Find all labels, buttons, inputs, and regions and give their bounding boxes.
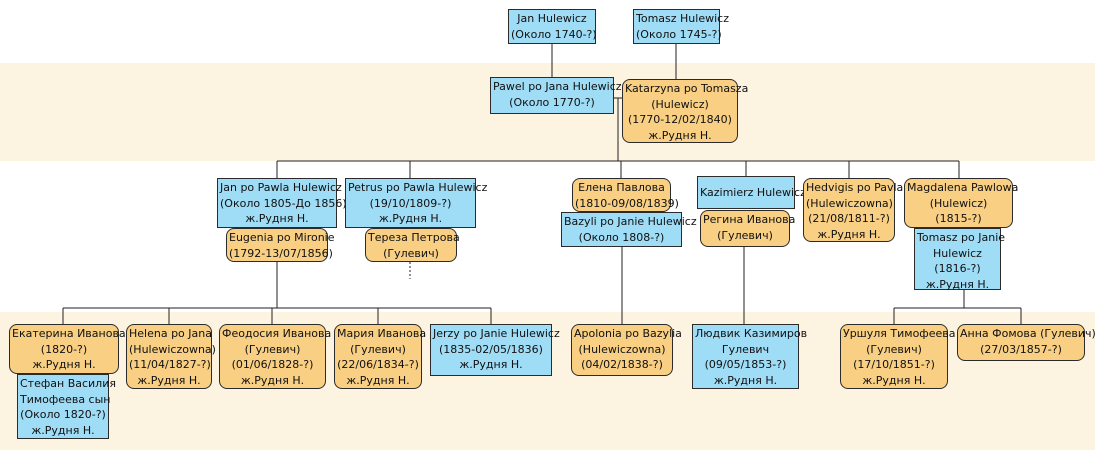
person-hedvigis[interactable]: Hedvigis po Pavla (Hulewiczowna) (21/08/… bbox=[803, 178, 904, 242]
person-dates: (17/10/1851-?) bbox=[853, 358, 935, 371]
person-dates: (1815-?) bbox=[935, 212, 982, 225]
person-surname: (Гулевич) bbox=[244, 342, 301, 356]
person-dates: (Около 1808-?) bbox=[578, 230, 665, 244]
person-dates: (1835-02/05/1836) bbox=[439, 342, 543, 356]
person-place: ж.Рудня Н. bbox=[925, 277, 990, 291]
person-name: Елена Павлова bbox=[578, 181, 665, 194]
person-kazimierz[interactable]: Kazimierz Hulewicz bbox=[697, 176, 806, 209]
person-tereza[interactable]: Тереза Петрова (Гулевич) bbox=[365, 228, 460, 262]
person-jan-po-pawla[interactable]: Jan po Pawla Hulewicz (Около 1805-До 185… bbox=[217, 178, 347, 228]
person-surname: (Гулевич) bbox=[383, 246, 439, 260]
person-place: ж.Рудня Н. bbox=[817, 227, 881, 241]
person-dates: (22/06/1834-?) bbox=[337, 358, 419, 371]
person-name: Jerzy po Janie Hulewicz bbox=[433, 327, 560, 340]
person-dates: (04/02/1838-?) bbox=[581, 358, 663, 371]
person-place: ж.Рудня Н. bbox=[32, 358, 96, 371]
person-helena[interactable]: Helena po Jana (Hulewiczowna) (11/04/182… bbox=[126, 324, 216, 389]
person-name: Petrus po Pawla Hulewicz bbox=[348, 181, 488, 194]
person-katarzyna[interactable]: Katarzyna po Tomasza (Hulewicz) (1770-12… bbox=[622, 79, 749, 143]
person-surname: Hulewicz bbox=[933, 246, 982, 260]
person-name: Pawel po Jana Hulewicz bbox=[493, 80, 622, 93]
person-place: ж.Рудня Н. bbox=[459, 358, 523, 371]
person-dates: (Около 1740-?) bbox=[511, 27, 597, 41]
person-name: Magdalena Pawlowa bbox=[907, 181, 1019, 194]
person-dates: (1810-09/08/1839) bbox=[575, 196, 679, 210]
person-name: Apolonia po Bazylia bbox=[574, 327, 682, 340]
person-place: ж.Рудня Н. bbox=[378, 212, 443, 225]
person-dates: (Около 1805-До 1856) bbox=[220, 196, 347, 210]
person-dates: (21/08/1811-?) bbox=[808, 212, 890, 225]
person-dates: (1816-?) bbox=[934, 262, 981, 275]
person-eugenia[interactable]: Eugenia po Mironie (1792-13/07/1856) bbox=[226, 228, 335, 262]
person-name: Регина Иванова bbox=[703, 213, 796, 226]
person-jerzy[interactable]: Jerzy po Janie Hulewicz (1835-02/05/1836… bbox=[430, 324, 560, 376]
person-dates: (Около 1820-?) bbox=[20, 408, 106, 421]
person-petrus[interactable]: Petrus po Pawla Hulewicz (19/10/1809-?) … bbox=[345, 178, 488, 228]
person-dates: (1770-12/02/1840) bbox=[628, 113, 732, 126]
person-name: Jan Hulewicz bbox=[517, 12, 587, 25]
person-name: Bazyli po Janie Hulewicz bbox=[564, 215, 697, 228]
person-place: ж.Рудня Н. bbox=[648, 128, 712, 142]
person-place: ж.Рудня Н. bbox=[240, 373, 305, 387]
person-name: Уршуля Тимофеева bbox=[843, 327, 956, 340]
person-dates: (Около 1770-?) bbox=[509, 95, 595, 109]
person-name: Людвик Казимиров bbox=[695, 327, 808, 340]
person-urshulya[interactable]: Уршуля Тимофеева (Гулевич) (17/10/1851-?… bbox=[840, 324, 956, 389]
person-name: Hedvigis po Pavla bbox=[806, 181, 904, 194]
person-elena[interactable]: Елена Павлова (1810-09/08/1839) bbox=[572, 178, 679, 212]
person-name: Katarzyna po Tomasza bbox=[625, 82, 749, 95]
person-dates: (27/03/1857-?) bbox=[980, 342, 1062, 356]
person-name: Тереза Петрова bbox=[368, 231, 460, 244]
person-surname: (Гулевич) bbox=[717, 228, 773, 242]
person-dates: (01/06/1828-?) bbox=[231, 358, 314, 371]
person-patronymic: Тимофеева сын bbox=[20, 392, 111, 406]
person-place: ж.Рудня Н. bbox=[245, 212, 309, 225]
person-name: Анна Фомова (Гулевич) bbox=[960, 327, 1096, 340]
person-name: Eugenia po Mironie bbox=[229, 231, 335, 244]
person-name: Helena po Jana bbox=[129, 327, 212, 340]
person-jan-hulewicz[interactable]: Jan Hulewicz (Около 1740-?) bbox=[508, 9, 597, 44]
person-place: ж.Рудня Н. bbox=[137, 373, 201, 387]
person-dates: (1792-13/07/1856) bbox=[229, 246, 333, 260]
person-name: Феодосия Иванова bbox=[222, 327, 332, 340]
person-dates: (Около 1745-?) bbox=[636, 27, 722, 41]
person-surname: (Hulewiczowna) bbox=[129, 342, 216, 356]
person-name: Стефан Василия bbox=[20, 377, 116, 390]
person-place: ж.Рудня Н. bbox=[31, 423, 95, 437]
person-anna[interactable]: Анна Фомова (Гулевич) (27/03/1857-?) bbox=[957, 324, 1096, 361]
person-place: ж.Рудня Н. bbox=[713, 373, 778, 387]
person-place: ж.Рудня Н. bbox=[862, 373, 926, 387]
person-regina[interactable]: Регина Иванова (Гулевич) bbox=[700, 210, 796, 247]
person-dates: (19/10/1809-?) bbox=[369, 196, 452, 210]
person-surname: Гулевич bbox=[721, 342, 770, 356]
person-name: Tomasz Hulewicz bbox=[636, 12, 729, 25]
person-surname: (Hulewicz) bbox=[651, 97, 709, 111]
person-surname: (Гулевич) bbox=[866, 342, 922, 356]
person-dates: (11/04/1827-?) bbox=[129, 358, 211, 371]
person-ekaterina[interactable]: Екатерина Иванова (1820-?) ж.Рудня Н. bbox=[9, 324, 126, 374]
person-tomasz-hulewicz[interactable]: Tomasz Hulewicz (Около 1745-?) bbox=[633, 9, 729, 44]
person-bazyli[interactable]: Bazyli po Janie Hulewicz (Около 1808-?) bbox=[561, 212, 697, 247]
person-surname: (Hulewiczowna) bbox=[578, 342, 666, 356]
person-pawel-po-jana[interactable]: Pawel po Jana Hulewicz (Около 1770-?) bbox=[490, 77, 622, 114]
person-place: ж.Рудня Н. bbox=[346, 373, 410, 387]
person-name: Tomasz po Janie bbox=[917, 231, 1006, 244]
person-ludvik[interactable]: Людвик Казимиров Гулевич (09/05/1853-?) … bbox=[692, 324, 808, 389]
person-name: Екатерина Иванова bbox=[12, 327, 126, 340]
person-tomasz-po-janie[interactable]: Tomasz po Janie Hulewicz (1816-?) ж.Рудн… bbox=[914, 228, 1006, 291]
person-dates: (1820-?) bbox=[40, 342, 88, 356]
person-maria[interactable]: Мария Иванова (Гулевич) (22/06/1834-?) ж… bbox=[334, 324, 427, 389]
person-name: Jan po Pawla Hulewicz bbox=[220, 181, 342, 194]
person-stefan[interactable]: Стефан Василия Тимофеева сын (Около 1820… bbox=[17, 374, 116, 439]
person-surname: (Гулевич) bbox=[350, 342, 406, 356]
person-dates: (09/05/1853-?) bbox=[704, 358, 787, 371]
person-name: Kazimierz Hulewicz bbox=[700, 186, 806, 199]
person-name: Мария Иванова bbox=[337, 327, 427, 340]
person-feodosia[interactable]: Феодосия Иванова (Гулевич) (01/06/1828-?… bbox=[219, 324, 332, 389]
person-magdalena[interactable]: Magdalena Pawlowa (Hulewicz) (1815-?) bbox=[904, 178, 1019, 228]
person-apolonia[interactable]: Apolonia po Bazylia (Hulewiczowna) (04/0… bbox=[571, 324, 682, 376]
person-surname: (Hulewicz) bbox=[929, 196, 988, 210]
person-surname: (Hulewiczowna) bbox=[806, 196, 893, 210]
